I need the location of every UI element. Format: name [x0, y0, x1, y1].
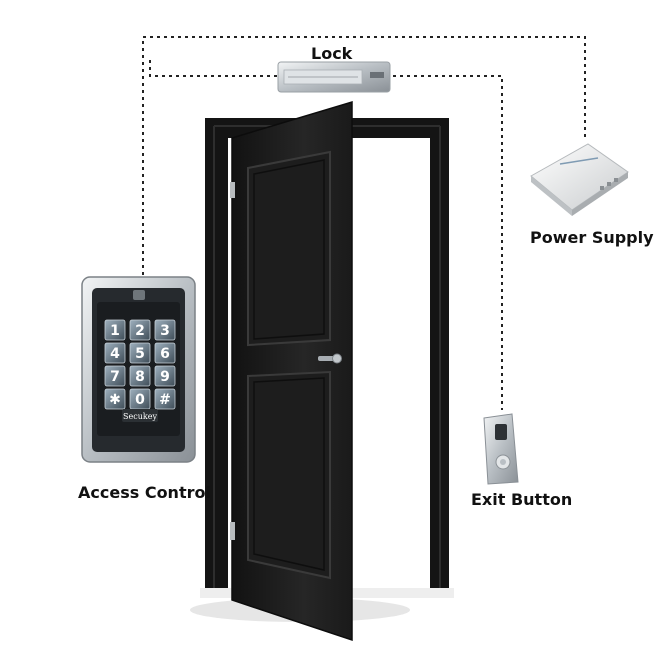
door-panel-upper: [247, 150, 331, 347]
keypad-key-label: 0: [135, 392, 145, 408]
exit-button-label: Exit Button: [471, 490, 573, 509]
keypad-key: 9: [154, 365, 176, 387]
keypad-key: 4: [104, 342, 126, 364]
keypad-key: 7: [104, 365, 126, 387]
keypad-key: ✱: [104, 388, 126, 410]
hinge-bottom: [230, 522, 235, 540]
keypad-key: #: [154, 388, 176, 410]
keypad-key: 6: [154, 342, 176, 364]
keypad-key: 8: [129, 365, 151, 387]
keypad-key-label: 1: [110, 323, 120, 339]
keypad-key-label: ✱: [109, 392, 121, 408]
keypad-key-label: 8: [135, 369, 145, 385]
keypad-key-label: 4: [110, 346, 120, 362]
wire-outer: [142, 36, 586, 275]
door-handle: [318, 353, 342, 364]
lock-device: [277, 61, 391, 93]
door-leaf: [230, 100, 353, 642]
keypad-key: 3: [154, 319, 176, 341]
power-supply-device: [530, 143, 629, 216]
keypad-key-label: 5: [135, 346, 145, 362]
keypad-key-label: 2: [135, 323, 145, 339]
keypad-key: 5: [129, 342, 151, 364]
hinge-top: [230, 182, 235, 198]
power-supply-label: Power Supply: [530, 228, 654, 247]
keypad-key-label: #: [159, 392, 171, 408]
keypad-led: [133, 290, 145, 300]
lock-label: Lock: [311, 44, 353, 63]
keypad-key-label: 7: [110, 369, 120, 385]
access-control-label: Access Control: [78, 483, 211, 502]
keypad-key-label: 6: [160, 346, 170, 362]
exit-button-device: [483, 413, 519, 485]
door-panel-lower: [247, 370, 331, 580]
keypad-key-label: 3: [160, 323, 170, 339]
keypad-key: 1: [104, 319, 126, 341]
keypad-key: 2: [129, 319, 151, 341]
keypad-brand: Secukey: [123, 412, 157, 421]
keypad-key: 0: [129, 388, 151, 410]
keypad-key-label: 9: [160, 369, 170, 385]
